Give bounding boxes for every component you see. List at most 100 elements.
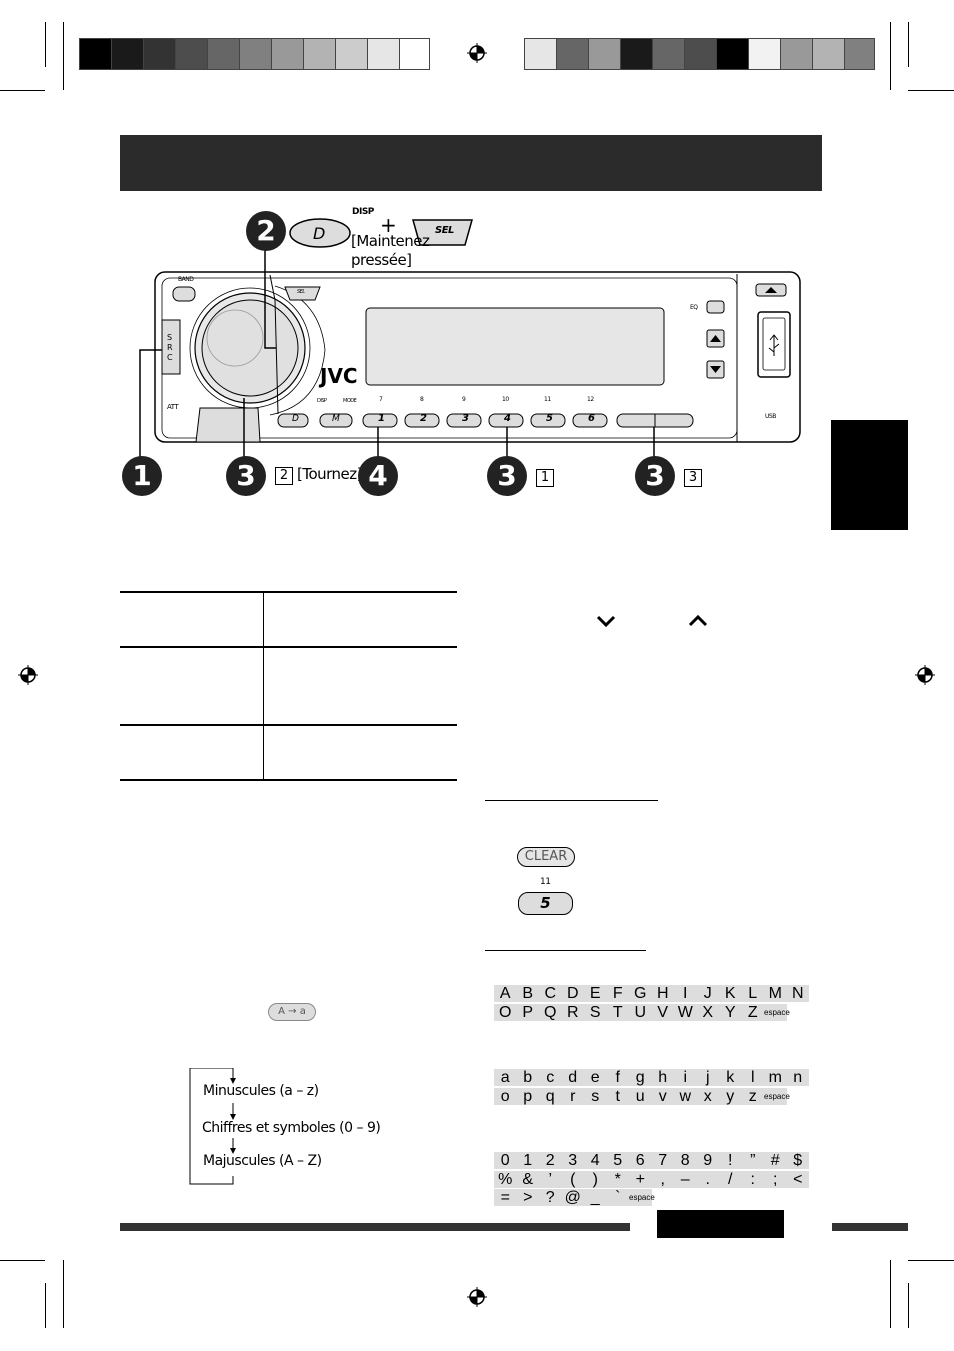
char-cell: X xyxy=(696,1004,719,1021)
char-cell: I xyxy=(674,985,697,1002)
char-cell: R xyxy=(561,1004,584,1021)
preset-5[interactable]: 5 xyxy=(546,413,553,424)
cycle-lowercase: Minuscules (a – z) xyxy=(203,1083,319,1099)
char-cell: : xyxy=(741,1171,764,1188)
step-3-circle-b: 3 xyxy=(487,456,527,496)
char-cell: O xyxy=(494,1004,517,1021)
crop-mark-tl-v xyxy=(45,22,46,67)
char-cell: ” xyxy=(741,1152,764,1169)
step-2-circle: 2 xyxy=(246,211,286,251)
char-cell: 2 xyxy=(539,1152,562,1169)
char-cell: W xyxy=(674,1004,697,1021)
crop-mark-tr-v xyxy=(908,22,909,67)
footer-bar-right xyxy=(832,1223,908,1231)
color-swatch xyxy=(303,38,336,70)
char-cell: > xyxy=(516,1189,539,1206)
cycle-numbers: Chiffres et symboles (0 – 9) xyxy=(202,1120,381,1136)
att-label: ATT xyxy=(167,403,179,411)
src-r[interactable]: R xyxy=(167,343,173,352)
char-cell: espace xyxy=(764,1088,790,1105)
color-swatch xyxy=(844,38,875,70)
char-cell: @ xyxy=(561,1189,584,1206)
m-small-label[interactable]: M xyxy=(332,414,340,424)
color-swatch xyxy=(175,38,208,70)
src-s[interactable]: S xyxy=(167,333,172,342)
plus-sign: + xyxy=(380,213,397,237)
char-cell: y xyxy=(719,1088,742,1105)
char-cell: ) xyxy=(584,1171,607,1188)
char-cell: M xyxy=(764,985,787,1002)
char-cell: = xyxy=(494,1189,517,1206)
preset-6[interactable]: 6 xyxy=(588,413,595,424)
color-swatch xyxy=(271,38,304,70)
char-cell: b xyxy=(516,1069,539,1086)
char-cell: E xyxy=(584,985,607,1002)
crop-mark-br-v2 xyxy=(890,1260,891,1328)
eq-label: EQ xyxy=(690,304,698,311)
char-cell: V xyxy=(651,1004,674,1021)
char-cell: D xyxy=(561,985,584,1002)
case-toggle-button[interactable]: A → a xyxy=(268,1003,316,1021)
char-cell: Y xyxy=(719,1004,742,1021)
preset-top-10: 10 xyxy=(502,396,509,403)
char-cell: f xyxy=(606,1069,629,1086)
color-swatch xyxy=(335,38,368,70)
char-cell: ? xyxy=(539,1189,562,1206)
section-rule xyxy=(485,800,658,801)
sel-button-label[interactable]: SEL xyxy=(435,225,454,236)
preset-5-button[interactable]: 5 xyxy=(518,892,573,915)
char-cell: T xyxy=(606,1004,629,1021)
color-swatch xyxy=(812,38,845,70)
char-cell: # xyxy=(764,1152,787,1169)
preset-4[interactable]: 4 xyxy=(504,413,511,424)
color-swatch xyxy=(748,38,781,70)
char-cell: x xyxy=(696,1088,719,1105)
preset-top-8: 8 xyxy=(420,396,424,403)
clear-button[interactable]: CLEAR xyxy=(517,847,575,867)
src-c[interactable]: C xyxy=(167,353,173,362)
chevron-down-icon xyxy=(596,614,616,628)
char-cell: ’ xyxy=(539,1171,562,1188)
char-cell: J xyxy=(696,985,719,1002)
char-cell: r xyxy=(561,1088,584,1105)
preset-1[interactable]: 1 xyxy=(378,413,385,424)
char-cell: , xyxy=(651,1171,674,1188)
char-cell: s xyxy=(584,1088,607,1105)
char-cell: j xyxy=(696,1069,719,1086)
d-small-label[interactable]: D xyxy=(292,414,299,424)
table-rule xyxy=(120,591,457,593)
char-cell: e xyxy=(584,1069,607,1086)
color-swatch xyxy=(143,38,176,70)
char-cell: 5 xyxy=(606,1152,629,1169)
crop-mark-tr-v2 xyxy=(890,22,891,90)
preset-3[interactable]: 3 xyxy=(462,413,469,424)
d-button-label[interactable]: D xyxy=(313,224,325,243)
char-cell: C xyxy=(539,985,562,1002)
step-1-circle: 1 xyxy=(122,456,162,496)
color-swatch xyxy=(684,38,717,70)
registration-mark-top xyxy=(467,43,487,63)
sel-small-label[interactable]: SEL xyxy=(297,289,305,295)
section-rule xyxy=(485,950,646,951)
char-cell: A xyxy=(494,985,517,1002)
char-cell: < xyxy=(786,1171,809,1188)
turn-text: [Tournez] xyxy=(297,465,363,483)
table-divider xyxy=(263,591,264,781)
cycle-diagram xyxy=(189,1068,236,1185)
char-cell: 8 xyxy=(674,1152,697,1169)
char-cell: q xyxy=(539,1088,562,1105)
char-cell: o xyxy=(494,1088,517,1105)
char-cell: n xyxy=(786,1069,809,1086)
char-cell: i xyxy=(674,1069,697,1086)
preset-2[interactable]: 2 xyxy=(420,413,427,424)
char-cell: G xyxy=(629,985,652,1002)
jvc-logo: JVC xyxy=(320,364,358,388)
char-cell: & xyxy=(516,1171,539,1188)
step-3-circle-c: 3 xyxy=(635,456,675,496)
usb-label: USB xyxy=(765,413,776,420)
section-header-bar xyxy=(120,135,822,191)
char-cell: L xyxy=(741,985,764,1002)
char-cell: 3 xyxy=(561,1152,584,1169)
